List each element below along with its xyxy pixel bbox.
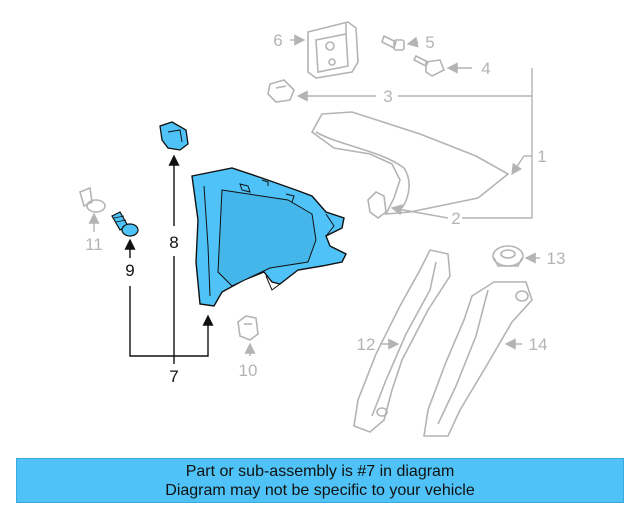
callout-2: 2 <box>451 209 460 228</box>
callout-5: 5 <box>425 33 434 52</box>
part-3-clip <box>267 79 295 103</box>
part-13-grommet <box>492 245 524 267</box>
part-6-bracket <box>307 21 359 79</box>
callout-1: 1 <box>537 147 546 166</box>
callout-6: 6 <box>273 31 282 50</box>
part-9-screw[interactable] <box>111 211 139 237</box>
part-8-clip[interactable] <box>159 121 189 151</box>
callout-4: 4 <box>481 59 490 78</box>
callout-3: 3 <box>383 87 392 106</box>
part-12-pillar-trim <box>353 249 451 433</box>
callout-9: 9 <box>125 261 134 280</box>
banner-line-disclaimer: Diagram may not be specific to your vehi… <box>165 481 475 499</box>
callout-10: 10 <box>239 361 258 380</box>
callout-7: 7 <box>169 367 178 386</box>
part-2-clip <box>367 191 387 219</box>
callout-11: 11 <box>85 235 103 254</box>
leader-lines-highlighted <box>124 154 214 364</box>
part-1-pillar-trim <box>310 111 510 215</box>
part-5-screw <box>381 34 405 51</box>
callout-12: 12 <box>357 335 376 354</box>
leader-lines-faded <box>88 34 540 356</box>
callout-14: 14 <box>529 335 548 354</box>
info-banner: Part or sub-assembly is #7 in diagram Di… <box>16 458 624 503</box>
callout-13: 13 <box>547 249 566 268</box>
part-7-quarter-trim-panel[interactable] <box>191 167 347 307</box>
banner-line-part-number: Part or sub-assembly is #7 in diagram <box>185 462 455 480</box>
part-10-clip <box>237 315 259 341</box>
callout-8: 8 <box>169 233 178 252</box>
part-11-screw <box>79 186 106 213</box>
part-4-nut <box>412 54 446 77</box>
exploded-parts-diagram: 6 5 4 3 1 2 11 8 9 7 10 13 12 14 <box>79 21 566 437</box>
part-14-pillar-trim <box>423 281 533 437</box>
